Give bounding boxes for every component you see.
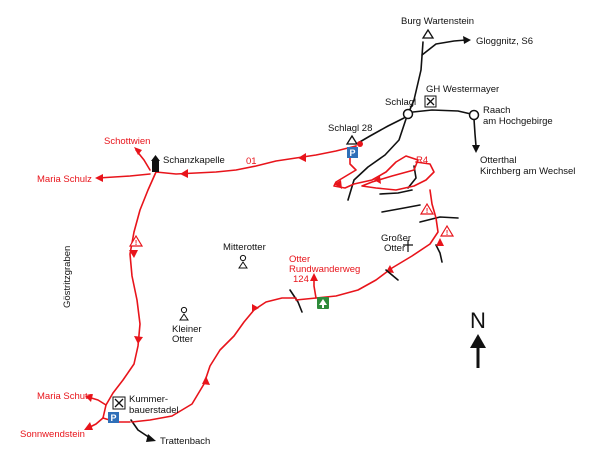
- road-arrow-otterthal: [472, 145, 480, 153]
- road-grosser-otter-d: [435, 244, 443, 263]
- label-schanzkapelle: Schanzkapelle: [163, 155, 225, 166]
- route-01-main: [155, 145, 357, 175]
- junction-icon-raach: [468, 109, 480, 121]
- route-arrow-124-b: [252, 304, 259, 312]
- label-grosser-otter-1: Großer: [381, 233, 411, 244]
- route-arrow-maria-schulz-bottom: [85, 394, 93, 402]
- label-gloggnitz: Gloggnitz, S6: [476, 36, 533, 47]
- label-mitterotter: Mitterotter: [223, 242, 266, 253]
- parking-letter: P: [349, 148, 355, 158]
- route-cross-tick-1: [385, 269, 399, 281]
- road-serpentine: [347, 118, 407, 201]
- summit-icon-mitterotter: [238, 254, 248, 269]
- label-kummerbauerstadel-2: bauerstadel: [129, 405, 179, 416]
- route-arrow-maria-schulz-top: [95, 174, 103, 182]
- route-arrow-01-c: [129, 250, 138, 258]
- route-r4: [295, 145, 439, 301]
- road-arrow-trattenbach: [146, 434, 156, 442]
- label-goestritzgraben: Göstritzgraben: [62, 246, 73, 308]
- label-schlagl: Schlagl: [385, 97, 416, 108]
- warning-mark: !: [135, 240, 137, 247]
- restaurant-icon-kummerbauerstadel: [112, 396, 126, 410]
- label-maria-schulz-top: Maria Schulz: [37, 174, 92, 185]
- label-schottwien: Schottwien: [104, 136, 150, 147]
- route-arrow-schottwien: [134, 147, 142, 155]
- warning-mark: !: [446, 230, 448, 237]
- road-arrow-gloggnitz: [463, 36, 471, 44]
- route-01-western-loop: [102, 171, 157, 419]
- road-otterthal: [473, 118, 477, 147]
- road-burg-wartenstein: [407, 41, 424, 115]
- warning-icon-east-1: !: [419, 202, 435, 215]
- summit-cross-icon-grosser-otter: [403, 240, 413, 252]
- north-arrow: N: [470, 308, 486, 368]
- warning-icon-west: !: [128, 234, 144, 247]
- label-maria-schulz-bottom: Maria Schutz: [37, 391, 93, 402]
- route-arrow-124-a: [202, 376, 210, 385]
- road-schlagl28: [357, 117, 405, 144]
- start-point-icon: [357, 141, 363, 147]
- north-letter: N: [470, 308, 486, 333]
- route-spur-maria-schulz-top: [97, 173, 151, 179]
- label-otterthal-2: Kirchberg am Wechsel: [480, 166, 575, 177]
- label-schlagl28: Schlagl 28: [328, 123, 372, 134]
- label-otterthal-1: Otterthal: [480, 155, 516, 166]
- road-gloggnitz: [421, 39, 467, 56]
- peak-icon-schlagl28: [345, 134, 359, 145]
- label-rundwanderweg-2: Rundwanderweg: [289, 264, 360, 275]
- label-rundwanderweg-3: 124: [293, 274, 309, 285]
- route-r4-serpentine: [333, 145, 435, 191]
- road-grosser-otter-b: [381, 204, 421, 213]
- route-arrow-01-b: [180, 169, 188, 178]
- label-rundwanderweg-1: Otter: [289, 254, 310, 265]
- route-arrow-124-spur: [310, 273, 318, 281]
- road-trattenbach: [130, 419, 151, 439]
- route-r4-descent: [295, 189, 439, 301]
- label-grosser-otter-2: Otter: [384, 243, 405, 254]
- warning-icon-east-2: !: [439, 224, 455, 237]
- warning-mark: !: [426, 208, 428, 215]
- label-burg-wartenstein: Burg Wartenstein: [401, 16, 474, 27]
- road-raach: [412, 109, 472, 115]
- route-arrow-r4-b: [374, 176, 381, 184]
- picnic-icon-otter: [317, 297, 329, 309]
- route-arrow-01-d: [134, 336, 143, 344]
- label-raach-2: am Hochgebirge: [483, 116, 553, 127]
- chapel-icon-schanzkapelle: [151, 155, 160, 172]
- parking-icon-kummerbauerstadel: P: [108, 412, 119, 423]
- label-kleiner-otter-1: Kleiner: [172, 324, 202, 335]
- parking-letter: P: [110, 413, 116, 423]
- route-arrow-r4-a: [334, 180, 342, 189]
- label-route-01: 01: [246, 156, 257, 167]
- route-arrow-r4-d: [436, 238, 444, 246]
- summit-icon-kleiner-otter: [179, 306, 189, 321]
- label-route-r4: R4: [416, 155, 428, 166]
- road-grosser-otter-a: [379, 189, 413, 195]
- road-cross-otter: [289, 289, 303, 313]
- junction-icon-schlagl: [402, 108, 414, 120]
- label-kummerbauerstadel-1: Kummer-: [129, 394, 168, 405]
- parking-icon-schlagl28: P: [347, 147, 358, 158]
- route-124: [131, 297, 297, 423]
- label-gh-westermayer: GH Westermayer: [426, 84, 499, 95]
- roads: [130, 39, 477, 439]
- label-sonnwendstein: Sonnwendstein: [20, 429, 85, 440]
- route-01: [87, 145, 357, 429]
- peak-icon-burg-wartenstein: [421, 28, 435, 39]
- restaurant-icon-gh-westermayer: [424, 95, 437, 108]
- label-kleiner-otter-2: Otter: [172, 334, 193, 345]
- north-arrowhead-icon: [470, 334, 486, 348]
- label-trattenbach: Trattenbach: [160, 436, 210, 447]
- route-arrow-01-a: [298, 153, 306, 162]
- label-raach-1: Raach: [483, 105, 510, 116]
- route-arrow-sonnwendstein: [84, 422, 93, 430]
- road-grosser-otter-c: [419, 216, 459, 223]
